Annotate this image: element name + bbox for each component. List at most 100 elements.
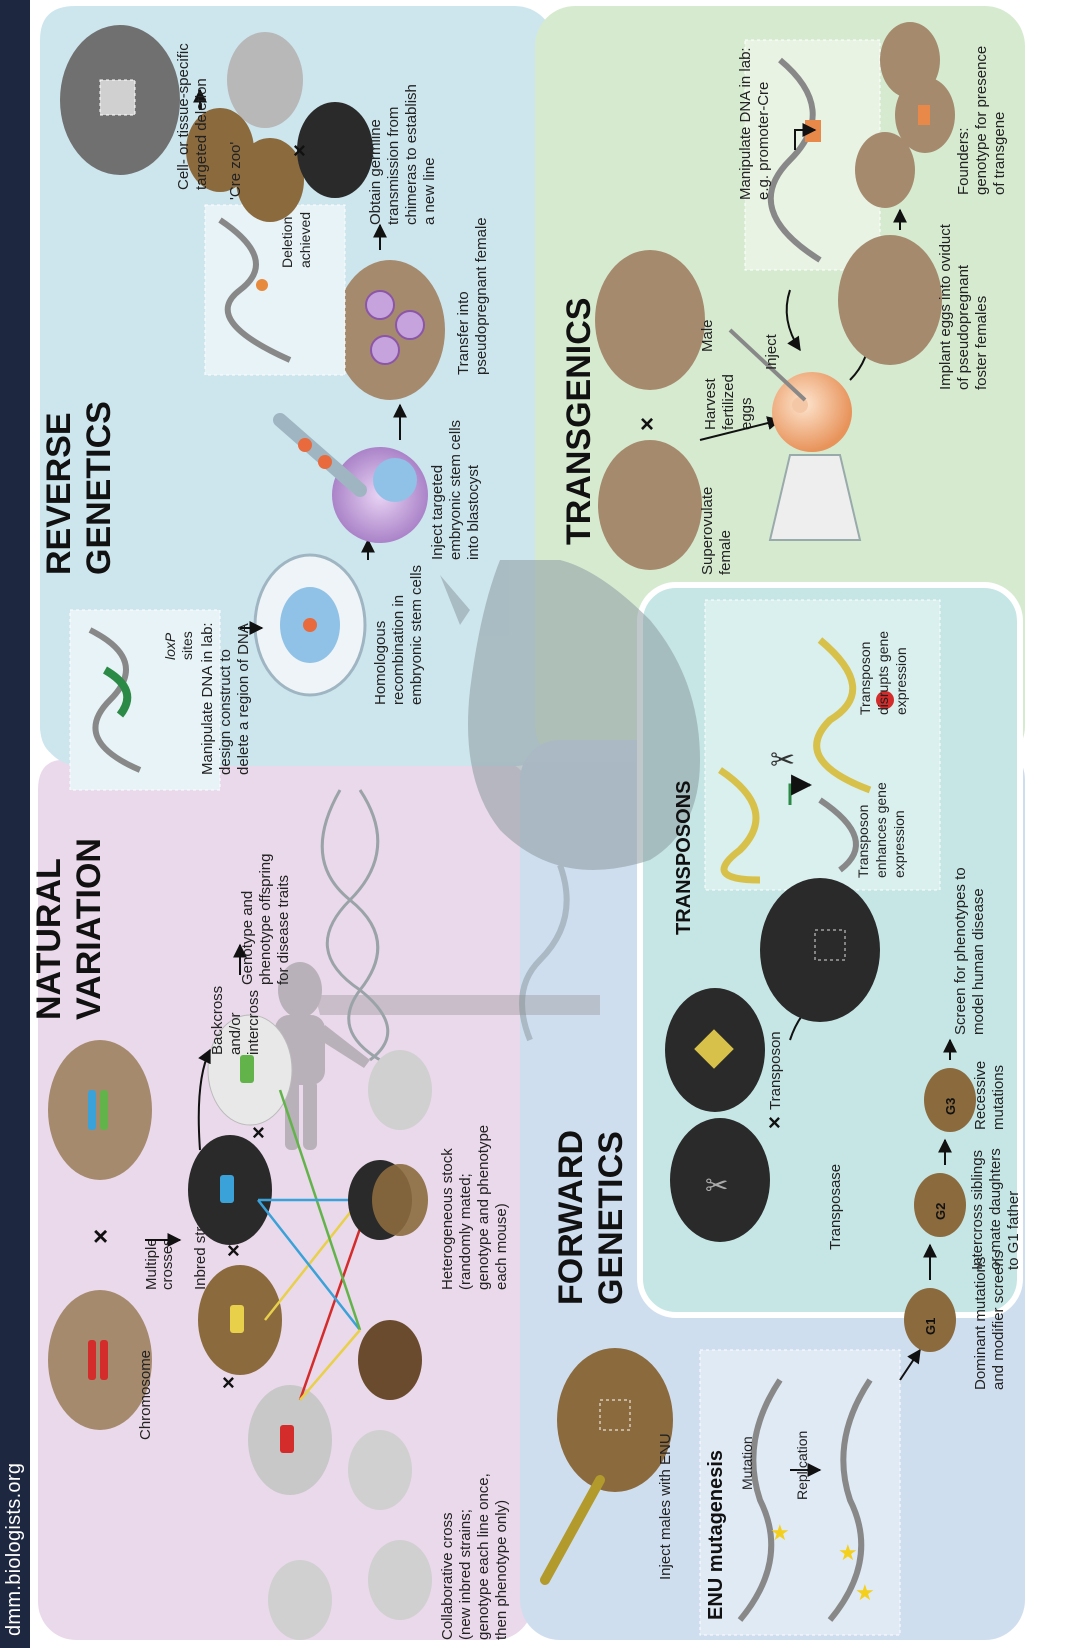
- screen-label-2: model human disease: [970, 888, 987, 1035]
- founder-mouse-3: [880, 22, 940, 98]
- foster-female: [838, 235, 942, 365]
- disrupts-label-3: expression: [893, 647, 909, 715]
- dominant-label-1: Dominant mutations: [972, 1257, 989, 1390]
- superovulate-female: [598, 440, 702, 570]
- hs-mouse-3: [372, 1164, 428, 1236]
- backcross-label-1: Backcross: [209, 986, 226, 1055]
- chromosome-green: [100, 1090, 108, 1130]
- reverse-genetics-title-2: GENETICS: [80, 401, 118, 575]
- harvest-label-1: Harvest: [702, 377, 719, 430]
- inject-males-label: Inject males with ENU: [657, 1433, 674, 1580]
- collaborative-cross-label-4: then phenotype only): [493, 1500, 510, 1640]
- replication-star-icon-1: ★: [838, 1540, 858, 1565]
- genotype-label-1: Genotype and: [239, 891, 256, 985]
- inbred-grey-chrom: [280, 1425, 294, 1453]
- inbred-white-chrom: [240, 1055, 254, 1083]
- injected-cell-2: [318, 455, 332, 469]
- germline-mouse-black: [297, 102, 373, 198]
- backcross-label-2: and/or: [227, 1012, 244, 1055]
- manipulate-dna-label-3: delete a region of DNA: [235, 623, 252, 775]
- multiple-crosses-label-2: crosses: [159, 1238, 176, 1290]
- mutation-star-icon: ★: [770, 1520, 790, 1545]
- transposon-offspring: [760, 878, 880, 1022]
- tg-manipulate-label-1: Manipulate DNA in lab:: [737, 47, 754, 200]
- male-mouse: [595, 250, 705, 390]
- genotype-label-3: for disease traits: [275, 875, 292, 985]
- reverse-genetics-title-1: REVERSE: [40, 413, 78, 576]
- deletion-achieved-label-1: Deletion: [279, 217, 295, 268]
- inject-targeted-label-2: embryonic stem cells: [447, 420, 464, 560]
- embryo-2: [396, 311, 424, 339]
- homologous-label-2: recombination in: [390, 595, 407, 705]
- cre-zoo-label: 'Cre zoo': [227, 142, 244, 200]
- injected-cell-1: [298, 438, 312, 452]
- loxp-label-2: sites: [179, 631, 195, 660]
- cell-tissue-label-1: Cell- or tissue-specific: [175, 43, 192, 190]
- loxp-dna-box: [70, 610, 220, 790]
- chromosome-label: Chromosome: [137, 1350, 154, 1440]
- tg-manipulate-label-2: e.g. promoter-Cre: [755, 82, 772, 200]
- deletion-box: [205, 205, 345, 375]
- transfer-label-2: pseudopregnant female: [473, 217, 490, 375]
- chromosome-red-2: [100, 1340, 108, 1380]
- collaborative-cross-label-2: (new inbred strains;: [457, 1509, 474, 1640]
- disrupts-label-2: disrupts gene: [875, 631, 891, 715]
- enu-injected-male: [557, 1348, 673, 1492]
- genotype-label-2: phenotype offspring: [257, 854, 274, 986]
- intercross-label-2: or mate daughters: [987, 1148, 1004, 1270]
- heterogeneous-stock-label-2: (randomly mated;: [457, 1173, 474, 1290]
- cross-symbol-rg: ×: [293, 138, 306, 163]
- implant-label-2: of pseudopregnant: [955, 264, 972, 390]
- loxp-label-1: loxP: [162, 632, 178, 660]
- heterogeneous-stock-label-1: Heterogeneous stock: [439, 1148, 456, 1290]
- cc-mouse-4: [368, 1540, 432, 1620]
- obtain-germline-label-4: a new line: [421, 157, 438, 225]
- transfer-label-1: Transfer into: [455, 291, 472, 375]
- homologous-label-1: Homologous: [372, 621, 389, 705]
- screen-label-1: Screen for phenotypes to: [952, 867, 969, 1035]
- transposons-title: TRANSPOSONS: [673, 781, 695, 935]
- targeted-es-cell: [303, 618, 317, 632]
- enhances-label-2: enhances gene: [873, 782, 889, 878]
- disrupts-label-1: Transposon: [857, 642, 873, 715]
- enhances-label-3: expression: [891, 810, 907, 878]
- inject-targeted-label-3: into blastocyst: [465, 464, 482, 560]
- chromosome-red-1: [88, 1340, 96, 1380]
- superovulate-label-1: Superovulate: [699, 487, 716, 575]
- cre-zoo-mouse-grey: [227, 32, 303, 128]
- enu-mutagenesis-title: ENU mutagenesis: [705, 1450, 727, 1620]
- cross-symbol-nv-2: ×: [222, 1370, 235, 1395]
- transgene-marker: [918, 105, 930, 125]
- recessive-label-1: Recessive: [972, 1061, 989, 1130]
- mutation-label: Mutation: [739, 1436, 755, 1490]
- pronucleus: [792, 397, 808, 413]
- transposon-label: Transposon: [767, 1031, 784, 1110]
- manipulate-dna-label-2: design construct to: [217, 649, 234, 775]
- heterogeneous-stock-label-4: each mouse): [493, 1203, 510, 1290]
- cc-mouse-1: [348, 1430, 412, 1510]
- dominant-label-2: and modifier screens: [990, 1251, 1007, 1390]
- homologous-label-3: embryonic stem cells: [408, 565, 425, 705]
- recessive-label-2: mutations: [990, 1065, 1007, 1130]
- collaborative-cross-label-3: genotype each line once,: [475, 1473, 492, 1640]
- founders-label-3: of transgene: [991, 112, 1008, 195]
- g2-label: G2: [933, 1203, 948, 1220]
- g1-label: G1: [923, 1318, 938, 1335]
- forward-genetics-title-2: GENETICS: [592, 1131, 630, 1305]
- loxp-remaining-site: [256, 279, 268, 291]
- enhances-label-1: Transposon: [855, 805, 871, 878]
- inject-label: Inject: [763, 333, 780, 370]
- transgenics-title: TRANSGENICS: [560, 298, 598, 545]
- embryo-3: [371, 336, 399, 364]
- male-label: Male: [699, 319, 716, 352]
- deletion-tissue-patch: [100, 80, 135, 115]
- replication-star-icon-2: ★: [855, 1580, 875, 1605]
- founders-label-2: genotype for presence: [973, 46, 990, 195]
- cc-mouse-3: [268, 1560, 332, 1640]
- pseudopregnant-female: [335, 260, 445, 400]
- g3-label: G3: [943, 1098, 958, 1115]
- hs-mouse-2: [368, 1050, 432, 1130]
- heterogeneous-stock-label-3: genotype and phenotype: [475, 1125, 492, 1290]
- backcross-label-3: intercross: [245, 990, 262, 1055]
- collaborative-cross-label-1: Collaborative cross: [439, 1512, 456, 1640]
